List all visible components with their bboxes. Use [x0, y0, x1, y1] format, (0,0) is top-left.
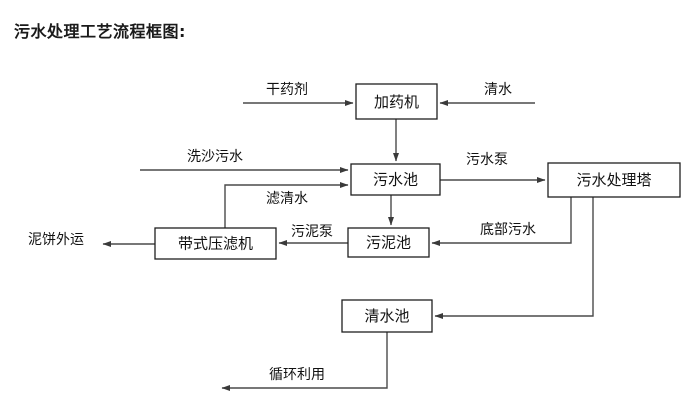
node-label-treatment-tower: 污水处理塔: [576, 171, 651, 189]
edge-bottom-wastewater: 底部污水: [431, 197, 572, 247]
edge-label-sludge-pump: 污泥泵: [291, 224, 333, 240]
edge-label-mud-cake-out: 泥饼外运: [28, 232, 84, 248]
node-belt-filter-press[interactable]: 带式压滤机: [154, 227, 277, 260]
edge-label-sand-wash-water: 洗沙污水: [187, 149, 243, 165]
edge-mud-cake-out: 泥饼外运: [28, 232, 155, 248]
page-title: 污水处理工艺流程框图:: [14, 22, 186, 41]
edge-label-wastewater-pump: 污水泵: [466, 152, 508, 168]
edge-wastewater-pump: 污水泵: [440, 152, 546, 183]
edge-label-dry-chemical: 干药剂: [266, 82, 308, 98]
edge-clean-water-in: 清水: [439, 82, 535, 107]
edge-tower-to-clear-water-pool: [434, 197, 594, 320]
edge-label-filtered-water: 滤清水: [266, 191, 308, 207]
node-label-dosing-machine: 加药机: [374, 93, 419, 111]
node-sludge-pool[interactable]: 污泥池: [347, 227, 430, 258]
edge-label-bottom-wastewater: 底部污水: [480, 222, 536, 238]
node-clear-water-pool[interactable]: 清水池: [341, 299, 433, 333]
edge-label-recycle-reuse: 循环利用: [269, 367, 325, 383]
node-label-wastewater-pool: 污水池: [373, 171, 418, 189]
node-treatment-tower[interactable]: 污水处理塔: [547, 162, 681, 198]
edge-filtered-water: 滤清水: [224, 181, 349, 228]
edge-recycle-reuse: 循环利用: [221, 332, 388, 392]
node-wastewater-pool[interactable]: 污水池: [350, 163, 441, 196]
edge-dry-chemical: 干药剂: [243, 82, 354, 106]
node-dosing-machine[interactable]: 加药机: [355, 83, 438, 120]
edge-sludge-pump: 污泥泵: [278, 224, 348, 247]
edge-label-clean-water-in: 清水: [484, 82, 512, 98]
node-label-sludge-pool: 污泥池: [366, 234, 411, 252]
node-label-belt-filter-press: 带式压滤机: [178, 235, 253, 253]
edge-sand-wash-water: 洗沙污水: [140, 149, 349, 173]
node-label-clear-water-pool: 清水池: [364, 307, 409, 325]
